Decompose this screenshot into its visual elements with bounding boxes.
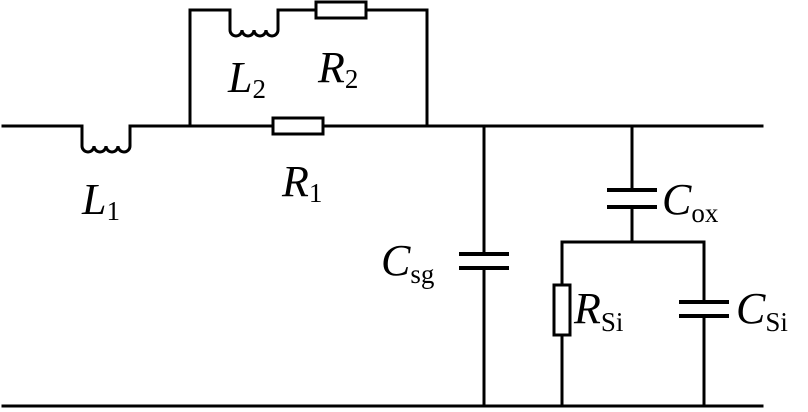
label-r2: R2	[317, 43, 358, 94]
resistor-rsi	[552, 283, 572, 337]
capacitor-csg	[459, 124, 509, 408]
label-l2: L2	[227, 53, 266, 104]
capacitor-csi	[679, 240, 729, 408]
label-r1: R1	[281, 157, 322, 208]
label-l1: L1	[81, 175, 120, 226]
substrate-node-wires	[560, 240, 706, 408]
inductor-l1	[80, 126, 132, 154]
label-cox: Cox	[662, 175, 719, 228]
parallel-branch-wires	[188, 8, 429, 128]
label-csg: Csg	[381, 236, 434, 289]
resistor-r2	[314, 0, 368, 20]
label-csi: CSi	[736, 284, 788, 337]
capacitor-cox	[607, 124, 657, 244]
resistor-r1	[271, 116, 325, 136]
inductor-l2	[228, 10, 280, 38]
label-rsi: RSi	[573, 284, 623, 337]
